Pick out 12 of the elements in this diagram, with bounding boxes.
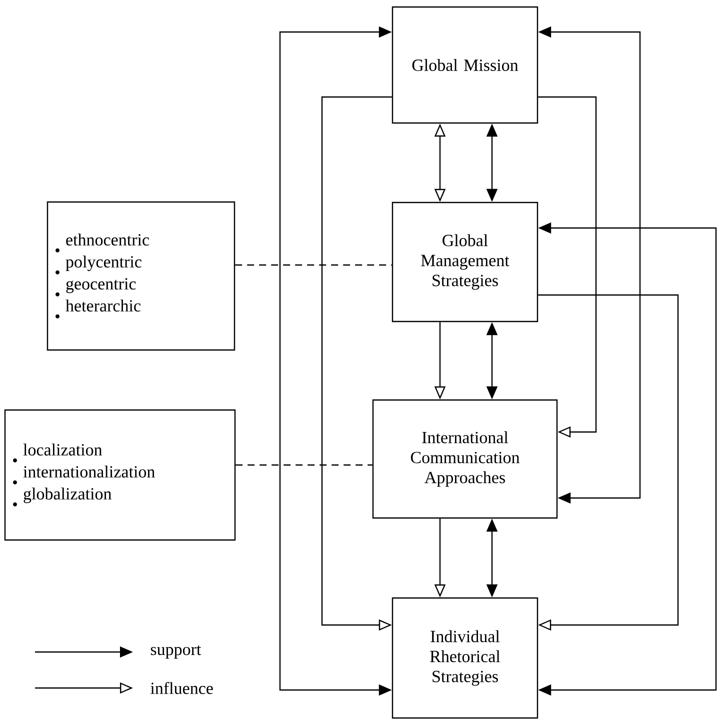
dashed-line xyxy=(235,264,392,266)
process-box: Individual Rhetorical Strategies xyxy=(392,597,538,719)
arrow xyxy=(538,96,597,438)
list-box: ethnocentric polycentric geocentric heterarchic xyxy=(46,201,236,351)
process-box: Global Mission xyxy=(392,6,538,124)
process-box: Global Management Strategies xyxy=(392,202,538,322)
list-box: localization internationalization globalization xyxy=(4,409,236,541)
dashed-line xyxy=(236,464,372,466)
process-box: International Communication Approaches xyxy=(372,399,558,519)
legend-label: support xyxy=(150,645,202,659)
arrow xyxy=(538,294,679,631)
legend-label: influence xyxy=(150,682,213,694)
